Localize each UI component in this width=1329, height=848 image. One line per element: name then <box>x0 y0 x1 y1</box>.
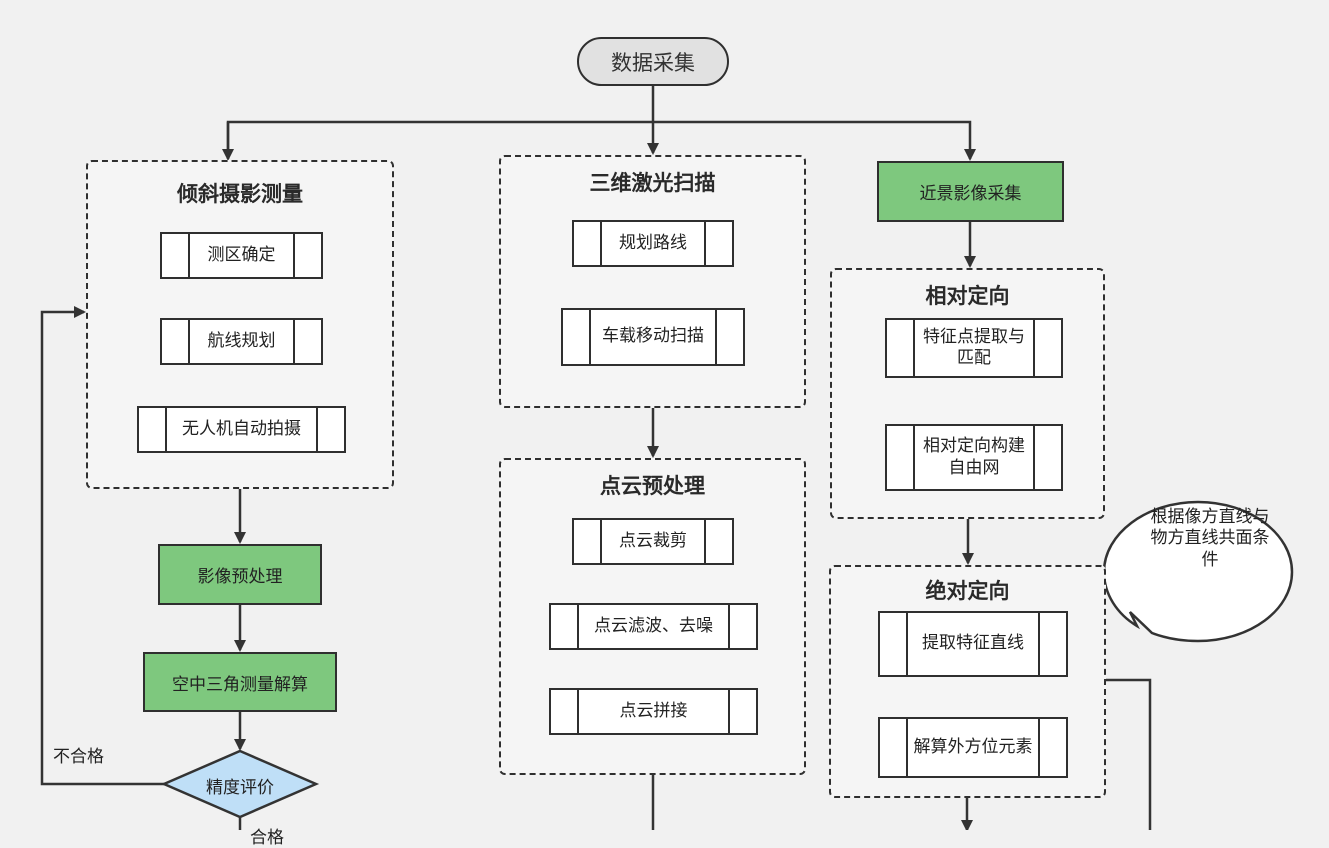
group-laser-scanning: 三维激光扫描 <box>499 155 806 408</box>
process-vehicle-scanning: 车载移动扫描 <box>561 308 745 366</box>
decision-label: 精度评价 <box>206 778 274 798</box>
process-survey-area: 测区确定 <box>160 232 323 279</box>
callout-bubble <box>1102 500 1294 643</box>
process-flight-planning: 航线规划 <box>160 318 323 365</box>
fail-label: 不合格 <box>53 747 104 767</box>
process-exterior-orientation: 解算外方位元素 <box>878 717 1068 778</box>
process-free-network: 相对定向构建自由网 <box>885 424 1063 491</box>
start-label: 数据采集 <box>611 50 695 75</box>
aerial-triangulation-box: 空中三角测量解算 <box>143 652 337 712</box>
group-title-relative: 相对定向 <box>925 284 1010 308</box>
process-pointcloud-filter: 点云滤波、去噪 <box>549 603 758 650</box>
start-node: 数据采集 <box>577 37 729 86</box>
group-title-laser: 三维激光扫描 <box>589 171 716 195</box>
pass-label: 合格 <box>250 828 284 848</box>
process-feature-match: 特征点提取与匹配 <box>885 318 1063 378</box>
group-title-oblique: 倾斜摄影测量 <box>177 182 303 206</box>
image-preprocess-box: 影像预处理 <box>158 544 322 605</box>
callout-text: 根据像方直线与物方直线共面条件 <box>1150 507 1270 570</box>
group-title-absolute: 绝对定向 <box>925 579 1010 603</box>
process-route-planning: 规划路线 <box>572 220 734 267</box>
decision-diamond <box>160 749 320 819</box>
process-extract-lines: 提取特征直线 <box>878 611 1068 677</box>
closeup-capture-box: 近景影像采集 <box>877 161 1064 222</box>
group-title-pointcloud: 点云预处理 <box>600 474 705 498</box>
process-pointcloud-crop: 点云裁剪 <box>572 518 734 565</box>
process-pointcloud-stitch: 点云拼接 <box>549 688 758 735</box>
process-uav-capture: 无人机自动拍摄 <box>137 406 346 453</box>
